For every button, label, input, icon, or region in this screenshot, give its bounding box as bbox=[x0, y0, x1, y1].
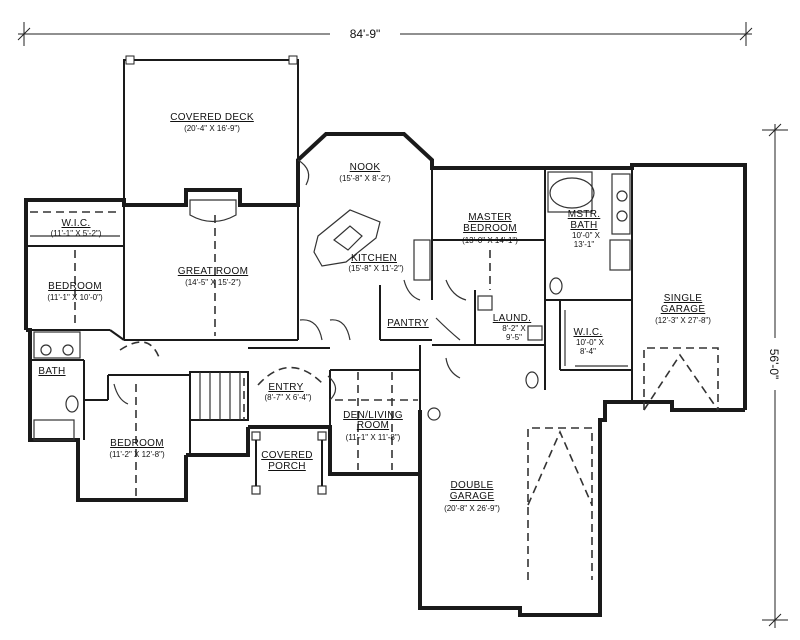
nook-size: (15'-8" X 8'-2") bbox=[339, 174, 391, 183]
master-bedroom-line2: BEDROOM bbox=[463, 223, 517, 234]
mstr-bath-size2: 13'-1" bbox=[574, 240, 595, 249]
entry-size: (8'-7" X 6'-4") bbox=[265, 393, 312, 402]
covered-porch-line1: COVERED bbox=[261, 450, 313, 461]
mstr-bath-size1: 10'-0" X bbox=[572, 231, 601, 240]
overall-width-label: 84'-9" bbox=[350, 27, 381, 41]
great-room-size: (14'-5" X 15'-2") bbox=[185, 278, 241, 287]
pantry-name: PANTRY bbox=[387, 318, 428, 329]
den-line1: DEN/LIVING bbox=[343, 410, 403, 421]
fixtures bbox=[30, 159, 631, 495]
single-garage-size: (12'-3" X 27'-8") bbox=[655, 316, 711, 325]
nook-name: NOOK bbox=[350, 162, 381, 173]
den-line2: ROOM bbox=[357, 420, 389, 431]
covered-deck-name: COVERED DECK bbox=[170, 112, 254, 123]
bedroom-bottom-size: (11'-2" X 12'-8") bbox=[109, 450, 165, 459]
master-bedroom-size: (13'-0" X 14'-1") bbox=[462, 236, 518, 245]
dimension-width: 84'-9" bbox=[17, 22, 753, 46]
dashed-ceiling-lines bbox=[30, 211, 719, 580]
mstr-bath-line1: MSTR. bbox=[568, 209, 601, 220]
covered-deck-outline bbox=[123, 55, 299, 205]
double-garage-size: (20'-8" X 26'-9") bbox=[444, 504, 500, 513]
entry-name: ENTRY bbox=[268, 382, 303, 393]
dimension-depth: 56'-0" bbox=[762, 123, 788, 628]
bedroom-left-size: (11'-1" X 10'-0") bbox=[47, 293, 103, 302]
single-garage-line2: GARAGE bbox=[661, 304, 706, 315]
bedroom-bottom-name: BEDROOM bbox=[110, 438, 164, 449]
wic-right-size1: 10'-0" X bbox=[576, 338, 605, 347]
kitchen-size: (15'-8" X 11'-2") bbox=[348, 264, 404, 273]
laund-name: LAUND. bbox=[493, 313, 531, 324]
wic-left-name: W.I.C. bbox=[61, 218, 90, 229]
bedroom-left-name: BEDROOM bbox=[48, 281, 102, 292]
covered-deck-size: (20'-4" X 16'-9") bbox=[184, 124, 240, 133]
single-garage-line1: SINGLE bbox=[664, 293, 703, 304]
double-garage-line2: GARAGE bbox=[450, 491, 495, 502]
great-room-name: GREAT ROOM bbox=[178, 266, 248, 277]
wic-right-size2: 8'-4" bbox=[580, 347, 596, 356]
bath-name: BATH bbox=[38, 366, 65, 377]
mstr-bath-line2: BATH bbox=[570, 220, 597, 231]
overall-depth-label: 56'-0" bbox=[767, 349, 781, 380]
master-bedroom-line1: MASTER bbox=[468, 212, 511, 223]
double-garage-line1: DOUBLE bbox=[451, 480, 494, 491]
wic-left-size: (11'-1" X 5'-2") bbox=[51, 229, 102, 238]
laund-size1: 8'-2" X bbox=[502, 324, 526, 333]
laund-size2: 9'-5" bbox=[506, 333, 522, 342]
den-size: (11'-1" X 11'-8") bbox=[346, 433, 401, 442]
wic-right-name: W.I.C. bbox=[573, 327, 602, 338]
room-labels: COVERED DECK (20'-4" X 16'-9") NOOK (15'… bbox=[38, 112, 711, 513]
covered-porch-line2: PORCH bbox=[268, 461, 306, 472]
kitchen-name: KITCHEN bbox=[351, 253, 397, 264]
interior-walls bbox=[26, 168, 633, 474]
